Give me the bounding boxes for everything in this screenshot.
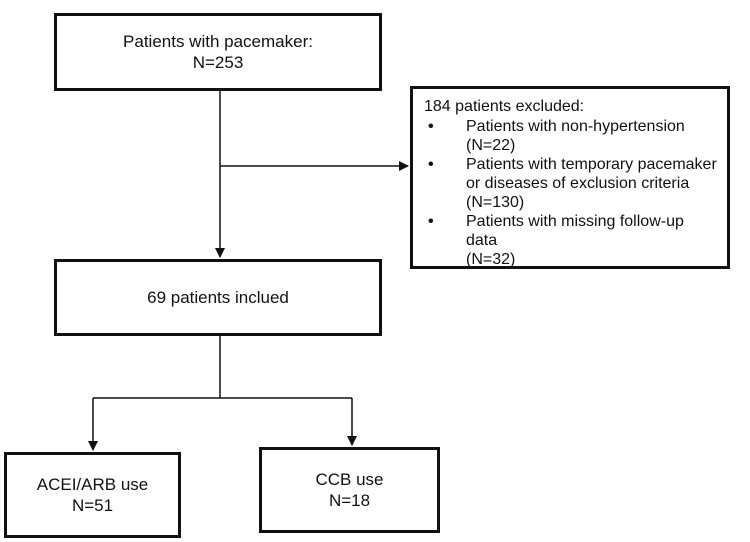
excluded-item-text: Patients with temporary pacemaker: [466, 156, 717, 173]
acei-arb-count: N=51: [71, 496, 114, 515]
excluded-patients-box: 184 patients excluded: • Patients with n…: [410, 86, 730, 269]
bullet-icon: •: [428, 118, 434, 135]
acei-arb-box: ACEI/ARB use N=51: [4, 452, 181, 538]
total-patients-count: N=253: [192, 53, 244, 72]
excluded-item-count: (N=130): [466, 194, 525, 211]
ccb-label: CCB use: [315, 470, 384, 489]
excluded-item-count: (N=22): [466, 137, 516, 154]
included-patients-box: 69 patients inclued: [54, 259, 382, 336]
excluded-item-missing-follow-up: • Patients with missing follow-up data (…: [424, 212, 719, 269]
acei-arb-label: ACEI/ARB use: [36, 475, 149, 494]
excluded-title: 184 patients excluded:: [424, 98, 585, 115]
excluded-item-text: or diseases of exclusion criteria: [466, 175, 690, 192]
excluded-item-text: Patients with missing follow-up data: [466, 213, 684, 249]
excluded-item-non-hypertension: • Patients with non-hypertension (N=22): [424, 117, 719, 155]
bullet-icon: •: [428, 213, 434, 230]
excluded-item-temporary-pacemaker: • Patients with temporary pacemaker or d…: [424, 155, 719, 212]
included-patients-label: 69 patients inclued: [147, 288, 289, 307]
bullet-icon: •: [428, 156, 434, 173]
excluded-item-count: (N=32): [466, 251, 516, 268]
total-patients-box: Patients with pacemaker: N=253: [54, 13, 382, 91]
total-patients-label: Patients with pacemaker:: [123, 32, 313, 51]
ccb-box: CCB use N=18: [259, 447, 440, 533]
ccb-count: N=18: [328, 491, 371, 510]
excluded-item-text: Patients with non-hypertension: [466, 118, 685, 135]
